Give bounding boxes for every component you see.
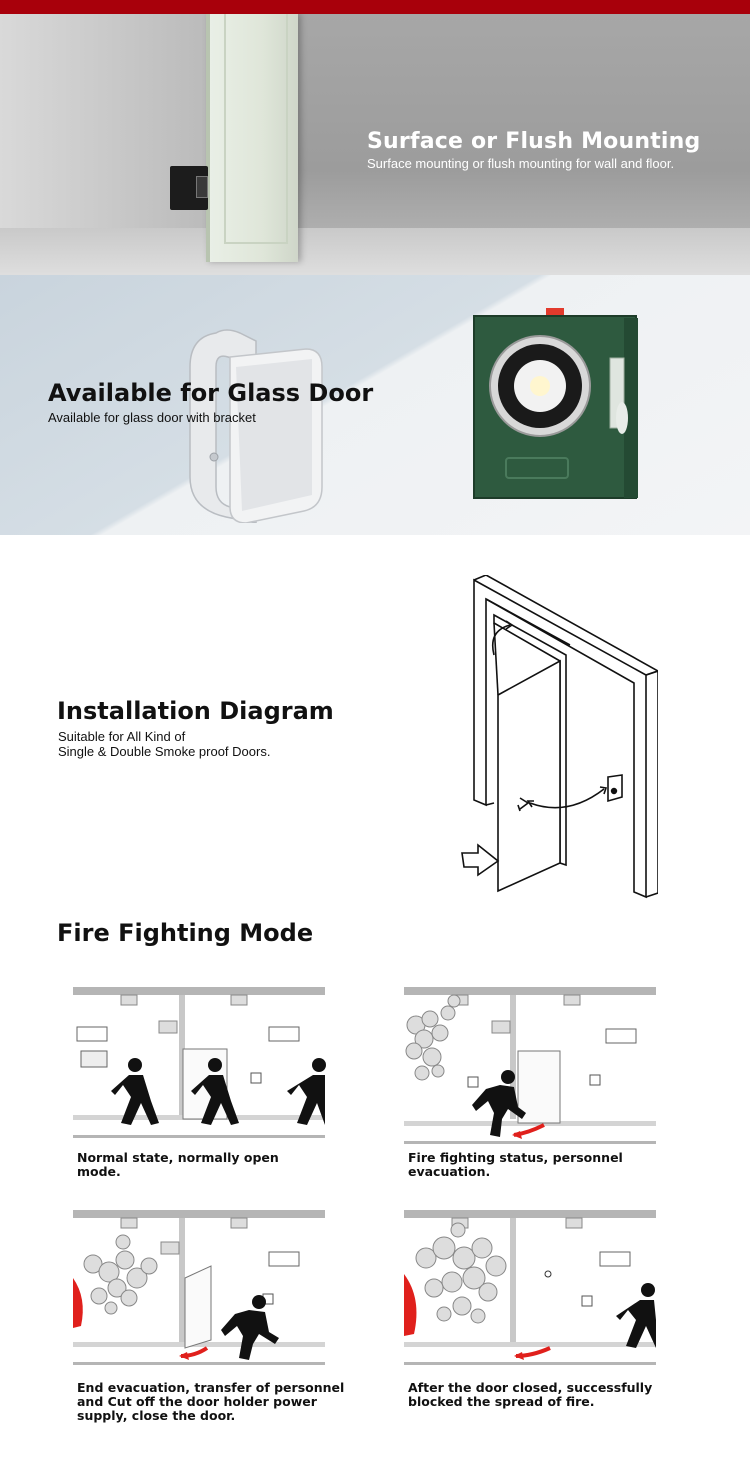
glass-bracket-photo [189, 329, 323, 523]
top-accent-bar [0, 0, 750, 14]
caption-line: supply, close the door. [77, 1408, 236, 1423]
fire-mode-panel-door-closed [404, 1210, 656, 1365]
surface-title: Surface or Flush Mounting [367, 129, 701, 154]
caption-line: Normal state, normally open [77, 1150, 279, 1165]
glass-subtitle: Available for glass door with bracket [48, 410, 256, 425]
installation-diagram [461, 575, 658, 899]
glass-title: Available for Glass Door [48, 379, 374, 407]
door-holder-photo [170, 166, 208, 210]
caption-line: and Cut off the door holder power [77, 1394, 317, 1409]
installation-subtitle-line2: Single & Double Smoke proof Doors. [58, 744, 271, 759]
fire-fighting-title: Fire Fighting Mode [57, 919, 314, 947]
caption-line: End evacuation, transfer of personnel [77, 1380, 345, 1395]
caption-line: mode. [77, 1164, 121, 1179]
caption-line: blocked the spread of fire. [408, 1394, 595, 1409]
surface-mounting-banner: Surface or Flush Mounting Surface mounti… [0, 14, 750, 275]
caption-line: After the door closed, successfully [408, 1380, 653, 1395]
glass-door-banner: Available for Glass Door Available for g… [0, 275, 750, 535]
panel-evacuation-caption: Fire fighting status, personnel evacuati… [408, 1151, 623, 1179]
fire-mode-panel-door-closing [73, 1210, 325, 1365]
installation-subtitle-line1: Suitable for All Kind of [58, 729, 186, 744]
caption-line: evacuation. [408, 1164, 491, 1179]
installation-title: Installation Diagram [57, 697, 334, 725]
door-photo [206, 14, 298, 262]
panel-normal-caption: Normal state, normally open mode. [77, 1151, 279, 1179]
panel-door-closing-caption: End evacuation, transfer of personnel an… [77, 1381, 344, 1423]
door-holder-box-photo [473, 308, 638, 499]
fire-mode-panel-normal [73, 987, 326, 1138]
floor [0, 228, 750, 275]
caption-line: Fire fighting status, personnel [408, 1150, 623, 1165]
fire-mode-panel-evacuation [404, 987, 656, 1144]
panel-door-closed-caption: After the door closed, successfully bloc… [408, 1381, 652, 1409]
surface-subtitle: Surface mounting or flush mounting for w… [367, 156, 675, 171]
